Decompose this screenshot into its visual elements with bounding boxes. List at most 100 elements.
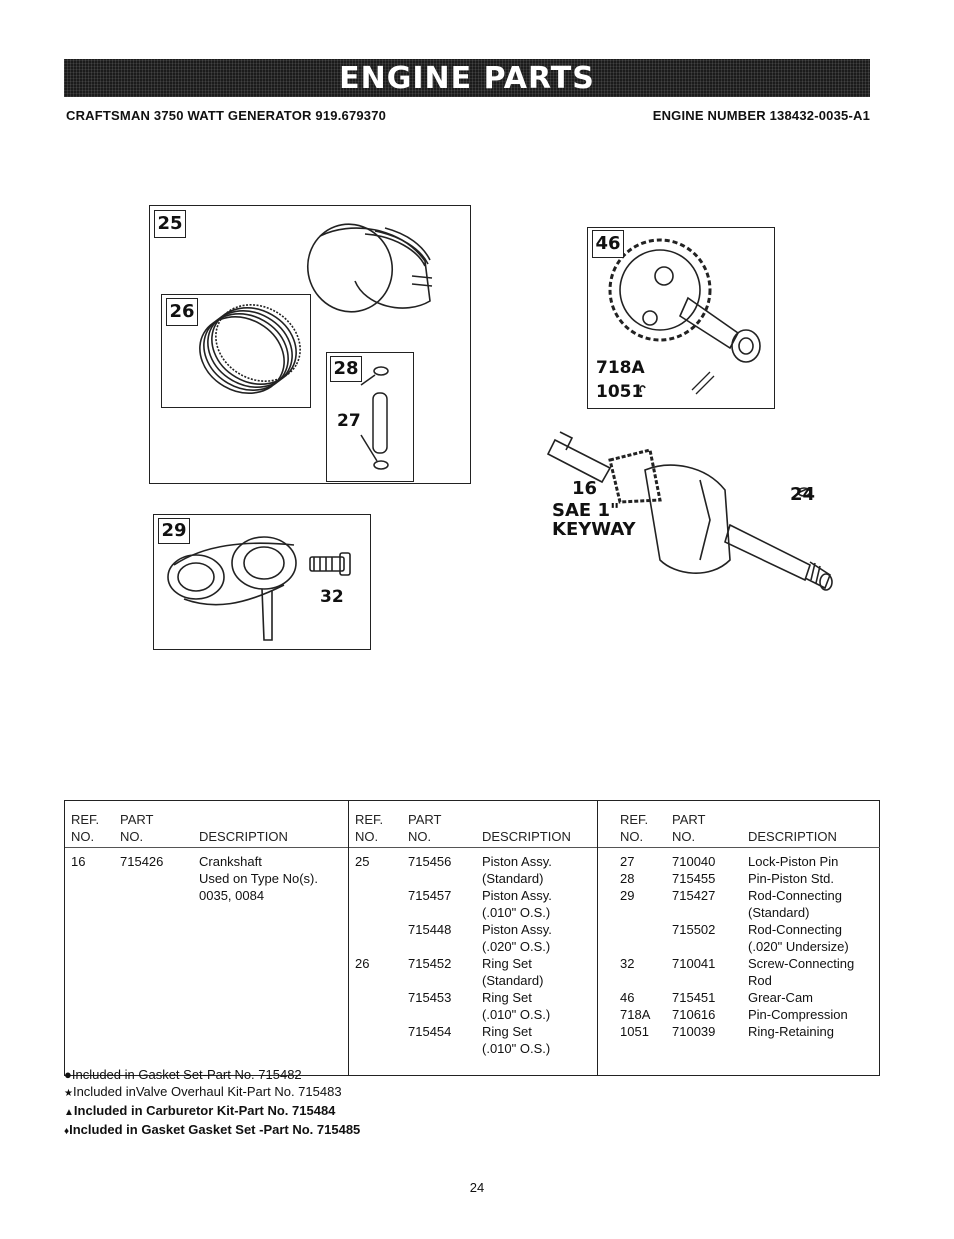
description-cell: Used on Type No(s).: [199, 871, 318, 886]
description-cell: Screw-Connecting: [748, 956, 855, 971]
cam-gear-diagram-box: 46 718A 1051: [587, 227, 775, 409]
description-cell: 0035, 0084: [199, 888, 265, 903]
description-cell: Piston Assy.: [482, 922, 552, 937]
part-no-cell: 715502: [672, 922, 716, 937]
part-no-cell: 710039: [672, 1024, 716, 1039]
ref-no-cell: 28: [620, 871, 635, 886]
ref-26-tag: 26: [166, 298, 198, 326]
table-row: (Standard): [349, 972, 598, 989]
part-no-header: NO.: [672, 829, 696, 844]
ref-no-cell: 32: [620, 956, 635, 971]
table-row: 715502 Rod-Connecting: [598, 921, 880, 938]
table-row: (.010" O.S.): [349, 1006, 598, 1023]
description-header: DESCRIPTION: [199, 829, 288, 844]
description-cell: (Standard): [482, 973, 544, 988]
description-cell: Rod-Connecting: [748, 888, 842, 903]
ref-1051-label: 1051: [596, 382, 644, 402]
table-row: 715453 Ring Set: [349, 989, 598, 1006]
ref-25-tag: 25: [154, 210, 186, 238]
table-row: 715454 Ring Set: [349, 1023, 598, 1040]
part-no-cell: 710616: [672, 1007, 716, 1022]
ref-no-cell: 1051: [620, 1024, 649, 1039]
description-cell: (Standard): [482, 871, 544, 886]
description-cell: Ring Set: [482, 1024, 532, 1039]
pin-diagram-box: 28 27: [326, 352, 414, 482]
description-cell: Grear-Cam: [748, 990, 814, 1005]
table-row: Rod: [598, 972, 880, 989]
part-no-header: PART: [672, 812, 706, 827]
part-no-cell: 715456: [408, 854, 452, 869]
ref-29-tag: 29: [158, 518, 190, 544]
table-row: Used on Type No(s).: [65, 870, 348, 887]
page-number: 24: [469, 1180, 485, 1195]
part-no-cell: 710040: [672, 854, 716, 869]
connecting-rod-diagram-box: 29 32: [153, 514, 371, 650]
part-no-cell: 715457: [408, 888, 452, 903]
piston-illustration: [306, 223, 433, 313]
description-cell: Ring Set: [482, 956, 532, 971]
description-cell: (.010" O.S.): [482, 905, 551, 920]
table-row: 32 710041 Screw-Connecting: [598, 955, 880, 972]
ref-no-header: NO.: [620, 829, 644, 844]
ref-no-cell: 46: [620, 990, 635, 1005]
description-cell: (.020" O.S.): [482, 939, 551, 954]
part-no-cell: 715454: [408, 1024, 452, 1039]
ref-27-label: 27: [337, 411, 361, 431]
part-no-header: NO.: [120, 829, 144, 844]
sae-keyway-label-line1: SAE 1": [552, 500, 620, 521]
part-no-header: PART: [408, 812, 442, 827]
footnote-gasket-set-2: ♦Included in Gasket Gasket Set -Part No.…: [64, 1122, 361, 1137]
table-row: (.010" O.S.): [349, 904, 598, 921]
engine-number-heading: ENGINE NUMBER 138432-0035-A1: [652, 108, 870, 123]
ref-no-header: NO.: [355, 829, 379, 844]
divider: [65, 847, 348, 848]
ref-718A-label: 718A: [596, 358, 645, 378]
ref-no-cell: 25: [355, 854, 370, 869]
connecting-rod-illustration: [167, 536, 351, 641]
ref-no-header: NO.: [71, 829, 95, 844]
bullet-icon: ●: [64, 1067, 72, 1082]
ref-no-header: REF.: [71, 812, 100, 827]
description-cell: Rod-Connecting: [748, 922, 842, 937]
description-cell: (.010" O.S.): [482, 1041, 551, 1056]
cam-gear-illustration: [608, 238, 761, 395]
triangle-icon: ▲: [64, 1107, 74, 1118]
part-no-cell: 715453: [408, 990, 452, 1005]
description-header: DESCRIPTION: [748, 829, 837, 844]
description-cell: Pin-Compression: [748, 1007, 848, 1022]
ref-no-cell: 26: [355, 956, 370, 971]
table-row: 26 715452 Ring Set: [349, 955, 598, 972]
ref-24-label: 24: [790, 484, 816, 505]
part-no-cell: 715455: [672, 871, 716, 886]
description-cell: Lock-Piston Pin: [748, 854, 839, 869]
piston-diagram-box: 25 26 28 27: [149, 205, 471, 484]
piston-rings-illustration: [199, 304, 301, 394]
diamond-icon: ♦: [64, 1126, 70, 1137]
part-no-cell: 710041: [672, 956, 716, 971]
description-header: DESCRIPTION: [482, 829, 571, 844]
star-icon: ★: [64, 1088, 73, 1099]
footnote-valve-kit: ★Included inValve Overhaul Kit-Part No. …: [64, 1084, 342, 1099]
description-cell: Ring Set: [482, 990, 532, 1005]
part-no-cell: 715452: [408, 956, 452, 971]
part-no-header: PART: [120, 812, 154, 827]
title-banner: ENGINE PARTS: [64, 59, 870, 97]
description-cell: Ring-Retaining: [748, 1024, 834, 1039]
table-row: (.020" Undersize): [598, 938, 880, 955]
description-cell: Crankshaft: [199, 854, 262, 869]
table-row: 1051 710039 Ring-Retaining: [598, 1023, 880, 1040]
footnote-gasket-set: ●Included in Gasket Set-Part No. 715482: [64, 1067, 302, 1082]
ref-no-header: REF.: [620, 812, 649, 827]
table-row: (Standard): [598, 904, 880, 921]
table-row: (.010" O.S.): [349, 1040, 598, 1057]
description-cell: Piston Assy.: [482, 888, 552, 903]
